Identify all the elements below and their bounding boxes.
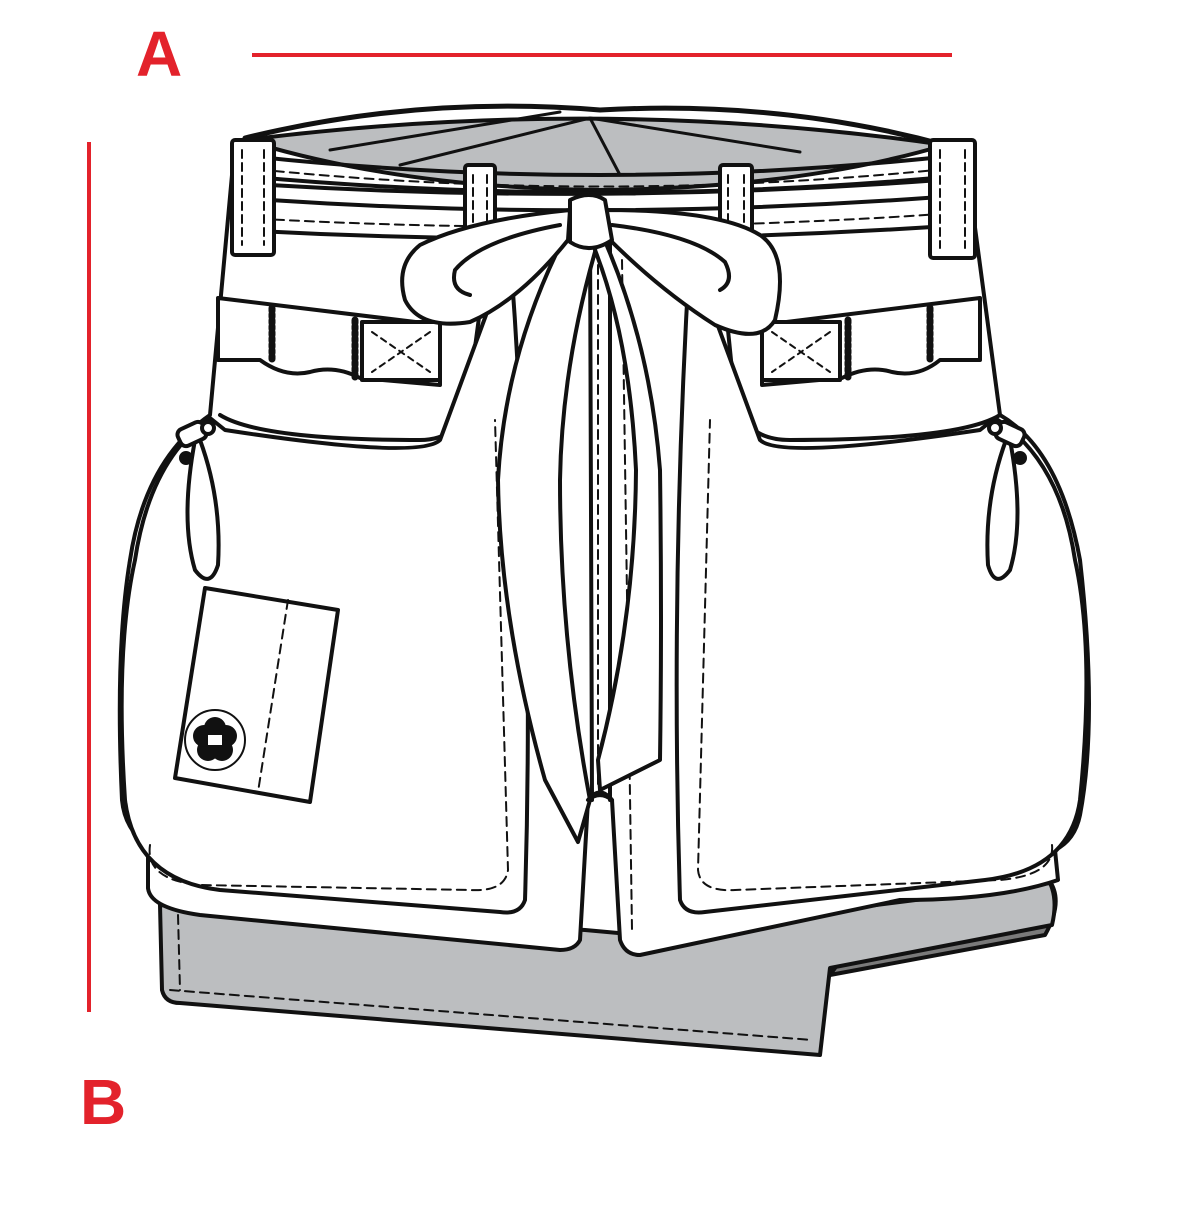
cord-toggle-icon	[175, 419, 1027, 465]
tie-bow-right-loop	[603, 208, 782, 336]
left-cargo-pocket-stitch	[148, 419, 509, 892]
waist-top-rim	[242, 103, 948, 148]
right-tab-zigzag	[844, 304, 934, 382]
tie-sash-left	[496, 228, 602, 844]
tie-bow-knot	[568, 193, 614, 250]
belt-loop-left-outer	[230, 138, 276, 257]
length-dimension-label: B	[80, 1066, 127, 1138]
tie-bow-left-loop-inner	[452, 223, 562, 297]
tie-bow-right-loop-inner	[610, 223, 731, 292]
right-cargo-pocket	[674, 248, 1089, 915]
side-patch	[173, 586, 340, 804]
tie-sash-right	[593, 228, 663, 792]
waistband-top-edge	[238, 153, 962, 177]
belt-loop-stitching	[241, 149, 966, 251]
left-tab-zigzag	[268, 304, 359, 382]
waist-inside-folds	[328, 110, 802, 177]
inner-lining-hem-stitch	[169, 914, 813, 1041]
right-tab-velcro-x	[771, 331, 831, 373]
flower-logo-icon	[184, 709, 246, 771]
left-drawcord-loop	[185, 438, 221, 581]
width-dimension-label: A	[136, 18, 183, 90]
right-cargo-pocket-stitch	[697, 419, 1054, 892]
tie-bow-left-loop	[400, 208, 572, 326]
left-tab-velcro-x	[371, 331, 431, 373]
side-patch-stitch	[257, 599, 289, 793]
waistband-stitch	[244, 167, 956, 228]
belt-loop-right-outer	[928, 138, 977, 260]
center-vent	[586, 790, 614, 802]
right-drawcord-loop	[985, 438, 1020, 581]
